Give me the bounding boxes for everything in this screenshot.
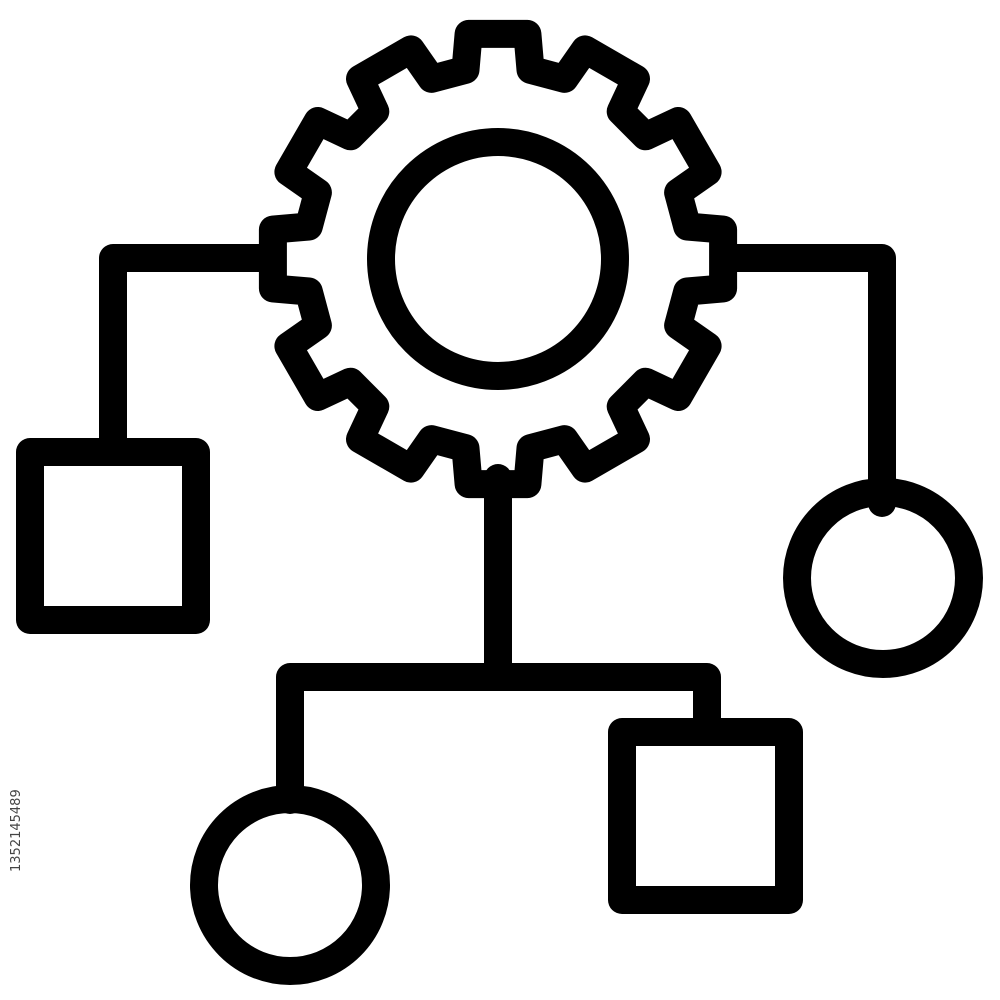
gear-icon	[258, 19, 738, 499]
stock-id-text: 1352145489	[9, 789, 24, 872]
bottom-right-square-node	[608, 718, 803, 914]
bottom-left-circle-node	[190, 785, 390, 985]
connector-right	[714, 244, 896, 517]
gear-hub-circle	[367, 128, 629, 390]
left-square-node	[16, 438, 210, 634]
connector-left	[99, 244, 282, 466]
connector-bottom-branch	[276, 663, 721, 814]
right-circle-node	[783, 478, 983, 678]
